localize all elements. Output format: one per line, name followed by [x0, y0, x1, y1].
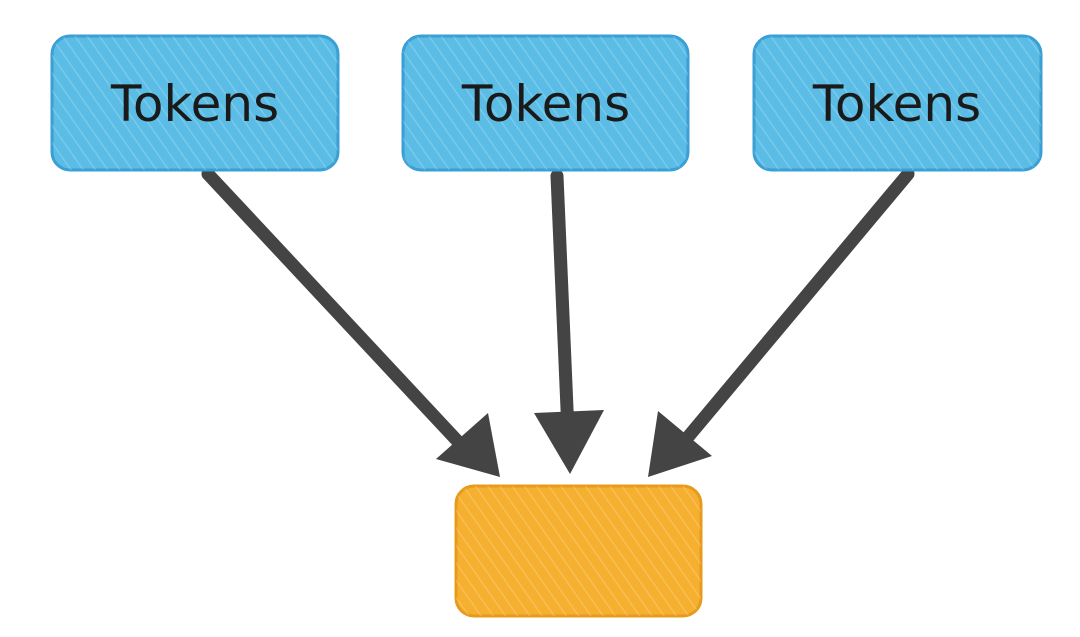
source-node-3-label: Tokens [812, 75, 981, 133]
source-node-3: Tokens [752, 34, 1043, 172]
edges [201, 167, 915, 477]
edge-arrow-3 [648, 167, 915, 477]
arrowhead-3 [648, 411, 712, 477]
source-node-2: Tokens [401, 34, 690, 172]
target-node [454, 484, 703, 618]
edge-arrow-2 [534, 169, 604, 474]
source-node-1-label: Tokens [110, 75, 279, 133]
arrowhead-1 [436, 413, 500, 477]
source-node-2-label: Tokens [461, 75, 630, 133]
arrowhead-2 [534, 410, 604, 474]
source-node-1: Tokens [50, 34, 340, 172]
edge-arrow-1 [201, 167, 500, 477]
